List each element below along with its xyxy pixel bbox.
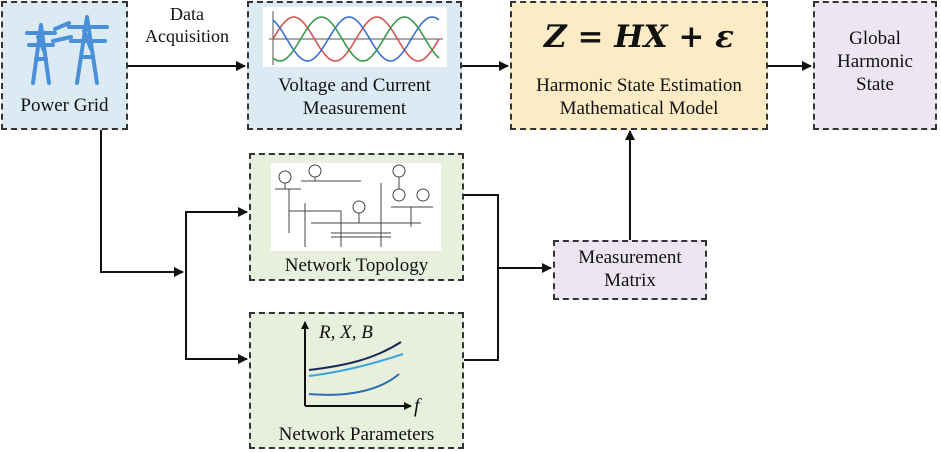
voltage-current-label: Voltage and Current Measurement [249, 75, 460, 121]
global-state-line2: Harmonic [837, 50, 913, 72]
plot-label-rxb: R, X, B [319, 322, 373, 343]
arrow-branch-to-parameters [185, 272, 248, 364]
measurement-matrix-line1: Measurement [578, 247, 682, 268]
model-equation: Z = HX + ε [544, 19, 734, 55]
parameter-vs-frequency-plot [301, 321, 412, 410]
network-topology-label: Network Topology [284, 255, 429, 276]
three-phase-waveform-icon [269, 11, 443, 65]
node-voltage-current-measurement: Voltage and Current Measurement [247, 1, 462, 130]
line-topology-out [464, 194, 499, 361]
arrow-branch-to-topology [185, 207, 248, 272]
node-power-grid: Power Grid [1, 1, 128, 130]
bus-network-diagram-icon [275, 164, 433, 247]
measurement-matrix-label: Measurement Matrix [555, 247, 705, 293]
node-global-harmonic-state: Global Harmonic State [813, 1, 937, 130]
edge-label-line1: Data [170, 4, 204, 24]
model-label: Harmonic State Estimation Mathematical M… [512, 75, 766, 121]
model-line2: Mathematical Model [559, 97, 719, 119]
voltage-current-line1: Voltage and Current [278, 75, 431, 96]
node-harmonic-state-model: Z = HX + ε Harmonic State Estimation Mat… [510, 1, 768, 130]
edge-label-line2: Acquisition [145, 25, 229, 46]
edge-label-data-acquisition: Data Acquisition [128, 4, 246, 47]
power-grid-label: Power Grid [20, 95, 109, 116]
plot-axis-label-f: f [414, 395, 420, 417]
voltage-current-line2: Measurement [302, 97, 407, 119]
node-network-parameters: R, X, B f Network Parameters [249, 312, 464, 449]
node-measurement-matrix: Measurement Matrix [553, 240, 707, 300]
network-parameters-label: Network Parameters [278, 424, 435, 445]
global-state-line3: State [856, 73, 894, 95]
global-state-line1: Global [849, 28, 901, 49]
line-grid-down [100, 130, 184, 277]
node-network-topology: Network Topology [249, 153, 464, 281]
measurement-matrix-line2: Matrix [604, 269, 656, 291]
power-tower-icon [25, 15, 109, 85]
model-line1: Harmonic State Estimation [536, 75, 742, 96]
global-state-label: Global Harmonic State [815, 28, 935, 96]
